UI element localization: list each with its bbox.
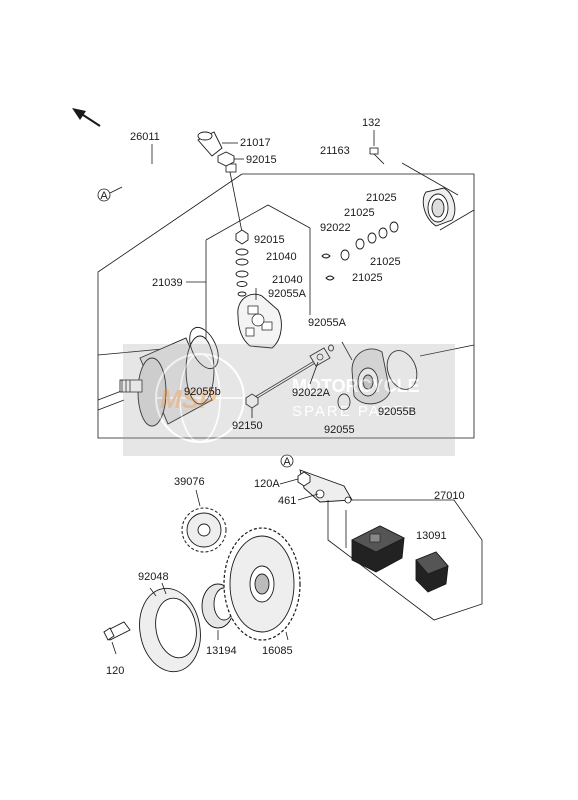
relay-frame-lines (327, 499, 483, 621)
idle-gear (181, 489, 227, 553)
label-92150: 92150 (232, 420, 263, 432)
label-92015-lower: 92015 (254, 234, 285, 246)
starter-end-cover (422, 187, 456, 227)
label-92055B: 92055B (378, 406, 416, 418)
end-cover-washers (340, 221, 399, 261)
label-21025-2: 21025 (344, 207, 375, 219)
label-21040-2: 21040 (272, 274, 303, 286)
label-21163: 21163 (320, 145, 350, 157)
label-92055A-1: 92055A (268, 288, 307, 300)
label-21039: 21039 (152, 277, 183, 289)
label-92055A-2: 92055A (308, 317, 347, 329)
o-ring-yoke (189, 326, 219, 370)
label-92015-upper: 92015 (246, 154, 277, 166)
front-direction-arrow-icon (72, 108, 101, 127)
part-labels: 26011 21017 92015 132 21163 21025 21025 … (106, 117, 465, 677)
watermark: MSP MOTORCYCLE SPARE PARTS (123, 344, 455, 456)
nut-92015-upper (217, 151, 244, 167)
label-92022: 92022 (320, 222, 351, 234)
label-21025-4: 21025 (352, 272, 383, 284)
marker-a-upper: A (97, 186, 123, 202)
relay-cover (415, 551, 449, 593)
svg-text:A: A (100, 190, 108, 202)
washer-92022A (309, 347, 331, 367)
label-21017: 21017 (240, 137, 271, 149)
terminal-hardware-stack (229, 171, 249, 297)
bolt-120 (103, 621, 131, 655)
o-ring-92055A (328, 344, 334, 352)
label-92022A: 92022A (292, 387, 331, 399)
brush-springs (321, 253, 335, 281)
brush-holder-plate (237, 288, 282, 349)
label-92055b: 92055b (184, 386, 221, 398)
starter-cable (118, 144, 237, 190)
label-21025-1: 21025 (366, 192, 397, 204)
label-13194: 13194 (206, 645, 237, 657)
clutch-cover-plate (139, 587, 201, 673)
label-21040-1: 21040 (266, 251, 297, 263)
svg-text:SPARE PARTS: SPARE PARTS (292, 403, 417, 420)
o-ring-92055 (337, 393, 351, 411)
relay-bracket (297, 469, 353, 504)
starter-relay (350, 525, 406, 573)
o-ring-92055B (386, 350, 418, 390)
front-housing (341, 341, 391, 405)
label-21025-3: 21025 (370, 256, 401, 268)
label-120A: 120A (254, 478, 280, 490)
label-26011: 26011 (130, 131, 160, 143)
label-39076: 39076 (174, 476, 205, 488)
starter-clutch-gear (223, 527, 301, 641)
through-bolts (245, 358, 319, 409)
label-92055: 92055 (324, 424, 355, 436)
svg-text:A: A (283, 456, 291, 468)
svg-text:MOTORCYCLE: MOTORCYCLE (292, 376, 420, 396)
label-92048: 92048 (138, 571, 169, 583)
end-cover-bolt (369, 130, 385, 165)
label-120: 120 (106, 665, 124, 677)
label-13091: 13091 (416, 530, 447, 542)
label-132: 132 (362, 117, 380, 129)
label-16085: 16085 (262, 645, 293, 657)
marker-a-lower: A (280, 454, 294, 468)
assembly-frame-lines (97, 162, 475, 439)
svg-text:MSP: MSP (160, 384, 217, 414)
label-461: 461 (278, 495, 296, 507)
label-27010: 27010 (434, 490, 465, 502)
terminal-boot (197, 131, 238, 157)
